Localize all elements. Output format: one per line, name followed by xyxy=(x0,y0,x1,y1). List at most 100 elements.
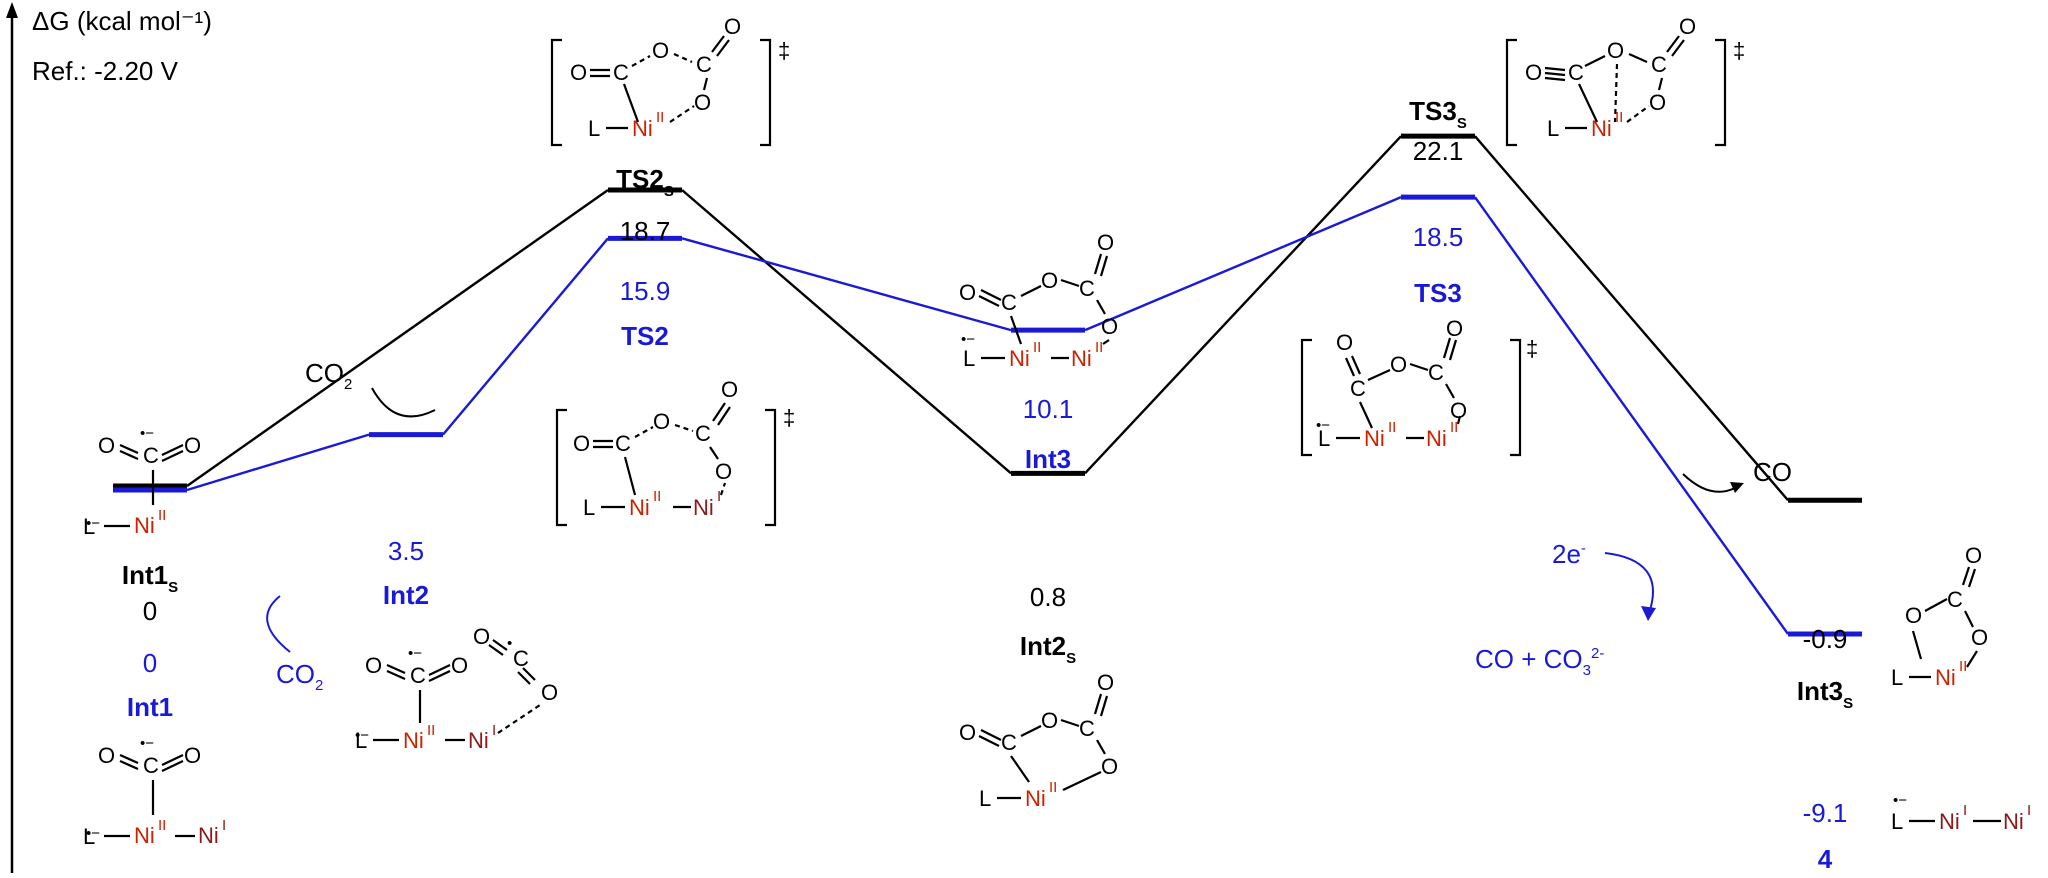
name-int1: Int1 xyxy=(127,692,173,722)
value-label-ts3: 18.5 xyxy=(1413,222,1464,252)
svg-text:O: O xyxy=(1041,708,1058,733)
svg-text:O: O xyxy=(1525,60,1542,85)
svg-text:O: O xyxy=(1679,14,1696,39)
annotations: CO2 CO2 CO 2e- CO + CO32- xyxy=(266,358,1792,694)
co-black-label: CO xyxy=(1753,457,1792,487)
svg-text:II: II xyxy=(1049,779,1057,796)
value-label-int3: 10.1 xyxy=(1023,394,1074,424)
y-axis-arrow xyxy=(6,2,18,18)
svg-text:C: C xyxy=(1947,587,1963,612)
svg-text:L: L xyxy=(1318,426,1330,451)
svg-text:C: C xyxy=(1079,276,1095,301)
svg-text:•−: •− xyxy=(140,735,154,752)
svg-text:Ni: Ni xyxy=(693,495,714,520)
svg-text:I: I xyxy=(2027,802,2031,819)
svg-text:C: C xyxy=(410,663,426,688)
name-int3: Int3 xyxy=(1025,444,1071,474)
name-int3s: Int3S xyxy=(1797,676,1853,712)
svg-text:C: C xyxy=(1001,730,1017,755)
svg-text:O: O xyxy=(1446,316,1463,341)
svg-text:O: O xyxy=(724,14,741,39)
svg-text:L: L xyxy=(1547,116,1559,141)
svg-text:II: II xyxy=(653,488,661,505)
value-label-int1s: 0 xyxy=(143,596,157,626)
svg-text:II: II xyxy=(1033,339,1041,356)
svg-text:O: O xyxy=(1450,398,1467,423)
svg-text:O: O xyxy=(541,680,558,705)
two-e-label: 2e- xyxy=(1552,539,1586,569)
svg-text:O: O xyxy=(694,90,711,115)
svg-text:I: I xyxy=(492,722,496,739)
svg-text:C: C xyxy=(1651,52,1667,77)
svg-text:L: L xyxy=(979,786,991,811)
name-int2s: Int2S xyxy=(1020,631,1076,667)
svg-text:O: O xyxy=(98,743,115,768)
svg-text:O: O xyxy=(573,431,590,456)
svg-text:C: C xyxy=(1079,716,1095,741)
connector-int2s-ts3s xyxy=(1084,135,1402,475)
two-e-arrowhead-icon xyxy=(1641,606,1656,621)
svg-text:•: • xyxy=(507,635,512,652)
svg-text:O: O xyxy=(570,60,587,85)
profile-paths xyxy=(186,135,1789,635)
connector-ts2-int3 xyxy=(681,237,1012,332)
svg-text:O: O xyxy=(1097,670,1114,695)
svg-text:Ni: Ni xyxy=(1009,346,1030,371)
svg-text:•−: •− xyxy=(140,425,154,442)
name-4: 4 xyxy=(1818,844,1833,873)
svg-text:O: O xyxy=(1390,352,1407,377)
svg-text:O: O xyxy=(1607,38,1624,63)
svg-text:•−: •− xyxy=(1893,792,1907,809)
svg-text:O: O xyxy=(184,743,201,768)
svg-text:Ni: Ni xyxy=(134,513,155,538)
svg-text:O: O xyxy=(715,459,732,484)
svg-text:O: O xyxy=(1101,754,1118,779)
connector-int2-ts2 xyxy=(442,237,609,436)
svg-text:I: I xyxy=(717,488,721,505)
svg-text:C: C xyxy=(513,646,529,671)
svg-text:L: L xyxy=(583,495,595,520)
reference-label: Ref.: -2.20 V xyxy=(32,56,179,86)
svg-text:O: O xyxy=(1649,90,1666,115)
svg-text:O: O xyxy=(1336,330,1353,355)
svg-text:II: II xyxy=(1450,419,1458,436)
svg-text:II: II xyxy=(1959,658,1967,675)
two-e-arrow xyxy=(1604,552,1654,611)
co2-blue-arrow xyxy=(266,595,291,653)
svg-text:C: C xyxy=(1001,290,1017,315)
y-axis-label: ΔG (kcal mol⁻¹) xyxy=(32,6,212,36)
connector-ts3s-int3s xyxy=(1474,135,1789,502)
svg-text:O: O xyxy=(98,433,115,458)
svg-text:II: II xyxy=(427,722,435,739)
svg-text:C: C xyxy=(695,421,711,446)
co-black-arrow xyxy=(1682,473,1736,493)
co2-black-label: CO2 xyxy=(305,358,352,393)
svg-text:O: O xyxy=(653,409,670,434)
name-ts2: TS2 xyxy=(621,321,669,351)
value-labels: 0 18.7 0.8 22.1 -0.9 0 3.5 15.9 10.1 18.… xyxy=(143,136,1848,828)
svg-text:•−: •− xyxy=(86,515,100,532)
svg-text:II: II xyxy=(1615,109,1623,126)
svg-text:L: L xyxy=(588,116,600,141)
svg-text:Ni: Ni xyxy=(2003,809,2024,834)
svg-text:•−: •− xyxy=(408,645,422,662)
svg-text:C: C xyxy=(1568,60,1584,85)
svg-text:‡: ‡ xyxy=(783,405,795,430)
svg-text:O: O xyxy=(1041,268,1058,293)
name-ts3s: TS3S xyxy=(1409,96,1467,132)
connector-int1s-ts2s xyxy=(186,189,609,487)
svg-text:L: L xyxy=(355,728,367,753)
connector-ts3-4 xyxy=(1474,196,1789,635)
svg-text:O: O xyxy=(721,377,738,402)
svg-text:O: O xyxy=(473,624,490,649)
svg-text:Ni: Ni xyxy=(1364,426,1385,451)
